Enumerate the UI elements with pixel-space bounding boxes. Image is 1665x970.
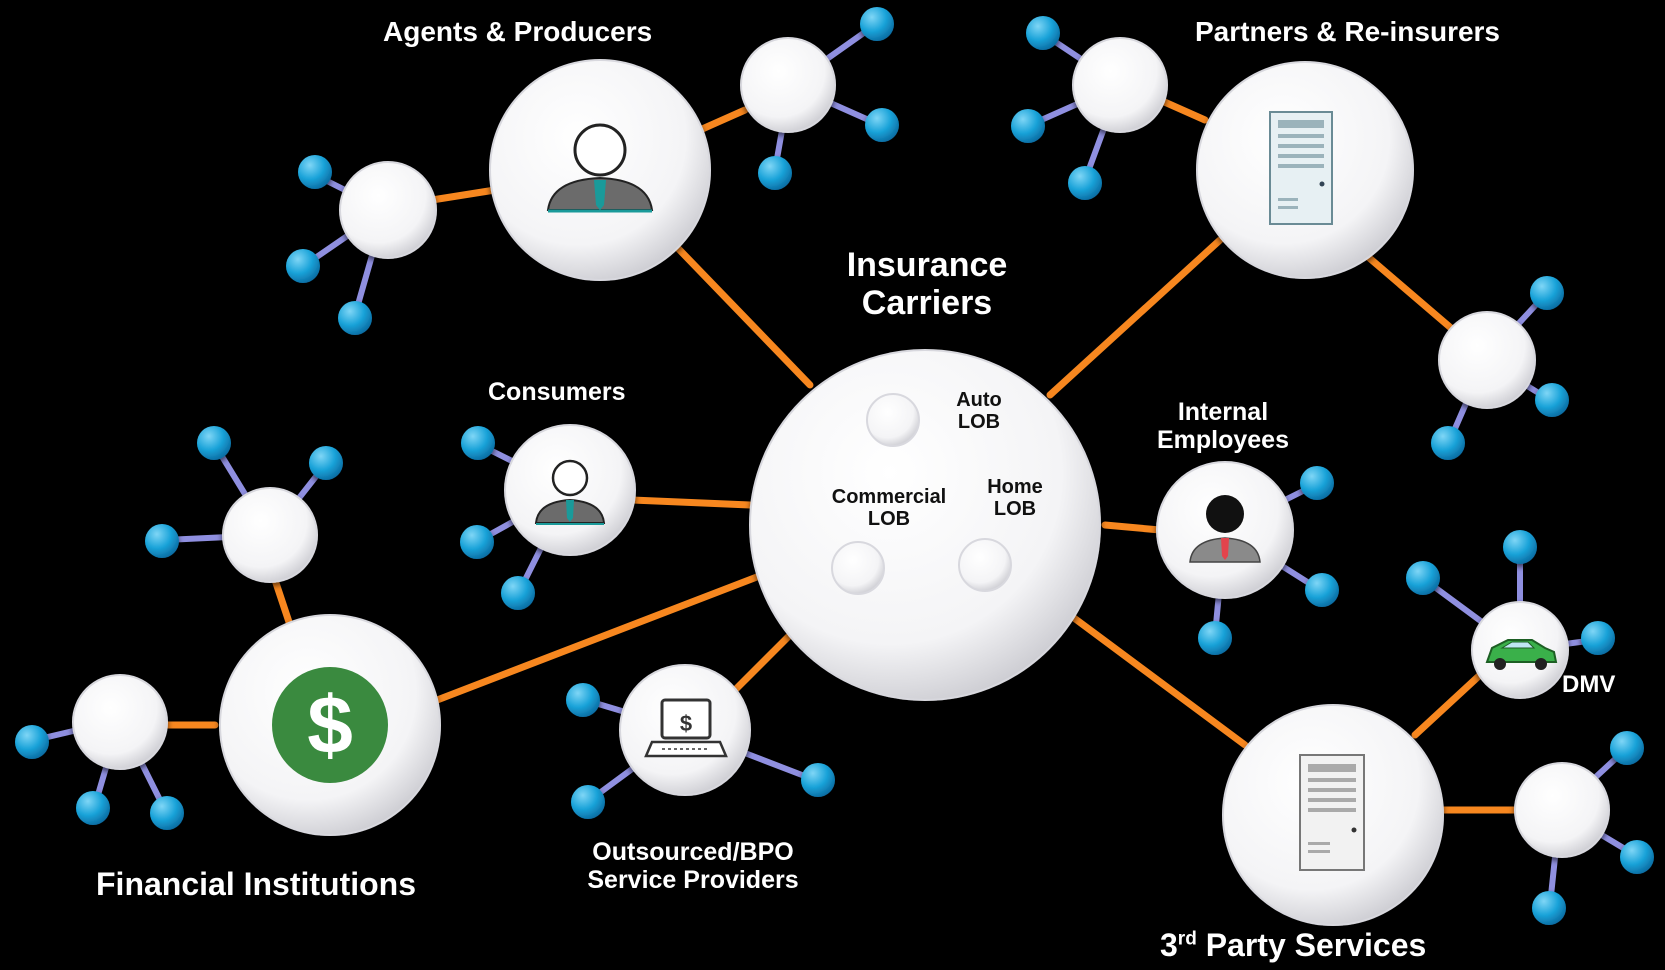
leaf-node [1198,621,1232,655]
leaf-node [571,785,605,819]
partners-reinsurers-label: Partners & Re-insurers [1195,16,1501,47]
third-party-services-label: 3rd Party Services [1160,927,1427,964]
leaf-node [1530,276,1564,310]
partners-hub-right [1438,311,1536,409]
internal-employees-line-2: Employees [1156,426,1289,454]
leaf-node [338,301,372,335]
insurance-carriers-label: Insurance Carriers [832,246,1022,322]
home-lob-node [958,538,1012,592]
connector-agents-hub-left [428,186,499,204]
connector-internal-carrier [1101,521,1164,534]
outsourced-bpo-line-2: Service Providers [587,866,799,894]
outsourced-bpo-line-1: Outsourced/BPO [592,838,794,866]
agent-person-icon [546,123,654,213]
commercial-lob-node [831,541,885,595]
laptop-icon: $ [644,698,728,758]
leaf-node [501,576,535,610]
home-lob-label: Home LOB [975,476,1055,521]
third-party-superscript: rd [1177,928,1197,950]
agents-hub-right [740,37,836,133]
leaf-node [298,155,332,189]
financial-hub-top [222,487,318,583]
auto-lob-line-2: LOB [957,411,1001,434]
svg-text:$: $ [680,711,692,736]
connector-agents-carrier [666,236,814,389]
leaf-node [460,525,494,559]
leaf-node [1610,731,1644,765]
leaf-node [1620,840,1654,874]
leaf-node [150,796,184,830]
consumers-label: Consumers [488,378,626,406]
home-lob-line-2: LOB [993,498,1037,521]
auto-lob-label: Auto LOB [944,389,1014,434]
car-icon [1485,639,1558,670]
leaf-node [758,156,792,190]
financial-institutions-label: Financial Institutions [96,866,417,902]
insurance-carriers-line-1: Insurance [846,246,1008,284]
leaf-node [15,725,49,759]
dmv-label: DMV [1562,671,1616,698]
leaf-node [1581,621,1615,655]
third-party-prefix: 3 [1160,927,1178,963]
connector-partners-carrier [1046,236,1224,399]
leaf-node [566,683,600,717]
financial-hub-left [72,674,168,770]
connector-consumers-carrier [628,496,754,509]
leaf-node [1431,426,1465,460]
connector-outsourced-carrier [726,621,804,699]
outsourced-bpo-label: Outsourced/BPO Service Providers [563,838,823,894]
leaf-node [1300,466,1334,500]
commercial-lob-line-2: LOB [867,508,911,531]
connector-agents-hub-right [696,106,749,134]
connector-partners-hub-left [1156,96,1209,124]
leaf-node [865,108,899,142]
leaf-node [461,426,495,460]
connector-thirdparty-dmv [1411,671,1484,739]
leaf-node [286,249,320,283]
leaf-node [1305,573,1339,607]
leaf-node [1026,16,1060,50]
leaf-node [1535,383,1569,417]
insurance-carriers-line-2: Carriers [861,284,993,323]
connector-financial-carrier [428,571,766,706]
dollar-icon: $ [272,667,388,783]
partners-hub-left [1072,37,1168,133]
consumer-person-icon [534,459,606,525]
leaf-node [76,791,110,825]
internal-employees-line-1: Internal [1177,398,1269,426]
leaf-node [145,524,179,558]
svg-text:$: $ [307,680,353,771]
commercial-lob-line-1: Commercial [831,486,947,508]
connector-partners-hub-right [1356,246,1469,344]
thirdparty-hub-right [1514,762,1610,858]
partner-server-icon [1269,111,1333,225]
leaf-node [801,763,835,797]
agents-hub-left [339,161,437,259]
third-party-rest: Party Services [1196,927,1427,963]
leaf-node [1068,166,1102,200]
internal-employees-label: Internal Employees [1143,398,1303,454]
connector-thirdparty-carrier [1066,611,1249,749]
leaf-node [309,446,343,480]
leaf-node [1011,109,1045,143]
leaf-node [197,426,231,460]
leaf-node [1406,561,1440,595]
auto-lob-line-1: Auto [956,389,1002,411]
employee-person-icon [1189,495,1261,563]
commercial-lob-label: Commercial LOB [820,486,958,531]
leaf-node [1503,530,1537,564]
thirdparty-server-icon [1299,754,1365,871]
agents-producers-label: Agents & Producers [383,16,653,47]
leaf-node [860,7,894,41]
home-lob-line-1: Home [987,476,1043,498]
carrier-hub-node [749,349,1101,701]
leaf-node [1532,891,1566,925]
auto-lob-node [866,393,920,447]
